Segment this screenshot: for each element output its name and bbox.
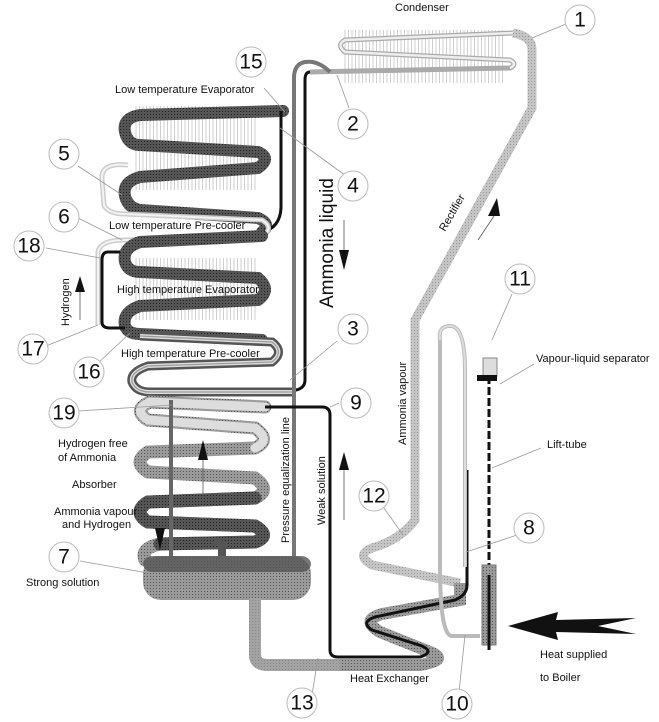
marker-8: 8 <box>513 512 545 544</box>
label-absorber: Absorber <box>72 479 117 491</box>
marker-2: 2 <box>337 108 369 140</box>
label-low-temp-evaporator: Low temperature Evaporator <box>115 84 255 96</box>
hydrogen-return-black <box>100 250 125 330</box>
label-lift-tube: Lift-tube <box>547 439 587 451</box>
marker-18: 18 <box>13 230 45 262</box>
marker-16: 16 <box>73 356 105 388</box>
marker-3: 3 <box>337 313 369 345</box>
svg-text:9: 9 <box>350 392 362 415</box>
marker-11: 11 <box>504 263 536 295</box>
marker-4: 4 <box>337 170 369 202</box>
label-vapour-liquid-separator: Vapour-liquid separator <box>536 353 650 365</box>
vapour-liquid-separator-box <box>482 357 498 377</box>
label-hydrogen-free-1: Hydrogen free <box>58 438 128 450</box>
svg-text:7: 7 <box>58 546 70 569</box>
low-temp-evaporator-coil <box>118 105 289 238</box>
absorber-vessel <box>143 556 311 600</box>
up-arrow-absorber <box>198 440 208 460</box>
boiler <box>437 323 498 650</box>
marker-5: 5 <box>48 138 80 170</box>
label-high-temp-precooler: High temperature Pre-cooler <box>121 348 260 360</box>
svg-text:10: 10 <box>445 693 468 716</box>
condenser-coil <box>309 30 517 75</box>
svg-text:18: 18 <box>17 235 40 258</box>
marker-12: 12 <box>358 480 390 512</box>
high-temp-evaporator-coil <box>118 230 271 346</box>
label-heat-supplied-1: Heat supplied <box>540 649 607 661</box>
label-strong-solution: Strong solution <box>26 577 99 589</box>
label-ammonia-vapour-h2-2: and Hydrogen <box>62 519 131 531</box>
weak-solution-line <box>265 405 469 659</box>
down-arrow-absorber <box>155 528 165 550</box>
svg-text:19: 19 <box>52 402 75 425</box>
label-hydrogen: Hydrogen <box>60 278 72 326</box>
up-arrow-rectifier <box>488 198 500 216</box>
label-low-temp-precooler: Low temperature Pre-cooler <box>109 220 246 232</box>
low-temp-evaporator <box>118 105 289 238</box>
label-high-temp-evaporator: High temperature Evaporator <box>117 284 259 296</box>
svg-text:3: 3 <box>347 318 359 341</box>
svg-text:11: 11 <box>509 268 531 291</box>
leader-lines <box>45 23 567 696</box>
label-condenser: Condenser <box>395 2 449 14</box>
marker-9: 9 <box>340 387 372 419</box>
label-ammonia-vapour: Ammonia vapour <box>397 362 409 445</box>
svg-text:1: 1 <box>574 9 586 32</box>
svg-text:4: 4 <box>347 175 359 198</box>
marker-10: 10 <box>441 688 473 720</box>
condenser <box>309 30 517 83</box>
marker-17: 17 <box>17 333 49 365</box>
label-ammonia-vapour-h2-1: Ammonia vapour <box>54 506 137 518</box>
down-arrow-ammonia-liquid <box>339 250 349 270</box>
svg-text:17: 17 <box>21 338 44 361</box>
pressure-equalization-pipe <box>292 59 332 560</box>
label-weak-solution: Weak solution <box>316 456 328 525</box>
svg-text:8: 8 <box>523 517 535 540</box>
ammonia-liquid-line <box>149 70 311 394</box>
label-pressure-equalization: Pressure equalization line <box>280 417 292 543</box>
heat-arrow-icon <box>508 612 636 640</box>
marker-7: 7 <box>48 541 80 573</box>
svg-text:12: 12 <box>362 485 385 508</box>
label-ammonia-liquid: Ammonia liquid <box>317 178 338 308</box>
svg-text:16: 16 <box>77 361 100 384</box>
high-temp-evaporator <box>100 230 271 346</box>
absorber <box>133 395 272 567</box>
marker-1: 1 <box>564 4 596 36</box>
svg-text:15: 15 <box>239 51 262 74</box>
marker-19: 19 <box>48 397 80 429</box>
label-hydrogen-free-2: of Ammonia <box>58 452 117 464</box>
svg-text:13: 13 <box>290 692 313 715</box>
svg-text:6: 6 <box>58 206 70 229</box>
label-heat-supplied-2: to Boiler <box>540 672 581 684</box>
marker-6: 6 <box>48 201 80 233</box>
up-arrow-hydrogen <box>75 276 85 292</box>
svg-text:5: 5 <box>58 143 70 166</box>
svg-text:2: 2 <box>347 113 359 136</box>
up-arrow-weak-solution <box>339 452 349 470</box>
marker-15: 15 <box>235 46 267 78</box>
label-heat-exchanger: Heat Exchanger <box>350 673 429 685</box>
marker-13: 13 <box>286 687 318 719</box>
